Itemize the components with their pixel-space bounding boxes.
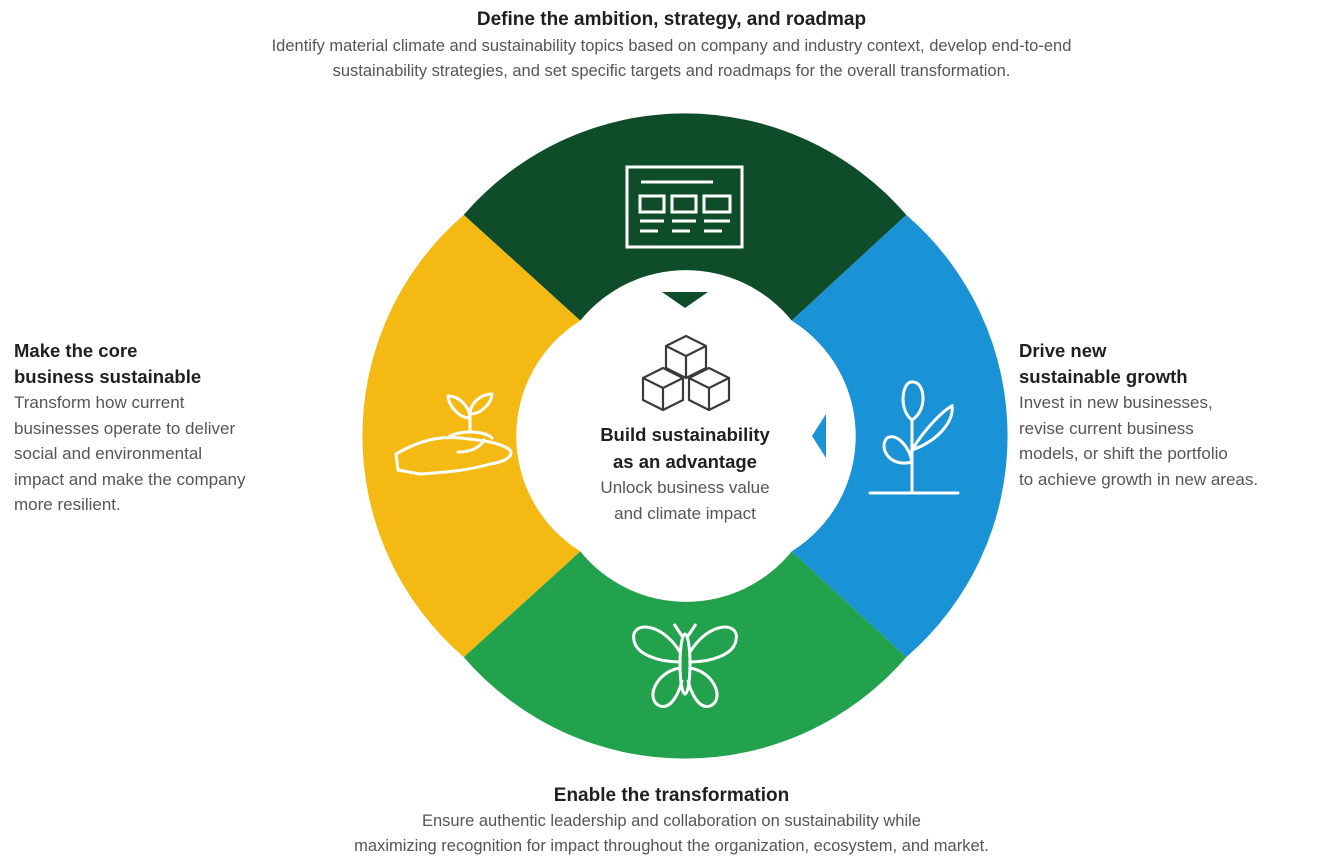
new-growth-desc-line4: to achieve growth in new areas. [1019,469,1259,489]
new-growth-desc-line1: Invest in new businesses, [1019,393,1213,412]
section-core-business: Make the core business sustainable Trans… [14,338,359,518]
new-growth-heading-line1: Drive new [1019,340,1107,361]
segment-bottom [463,551,907,759]
segment-left [362,214,581,658]
new-growth-desc-line2: revise current business [1019,418,1194,438]
arrow-notch-right [812,414,826,458]
section-center: Build sustainability as an advantage Unl… [547,421,823,527]
core-business-desc-line1: Transform how current [14,393,185,412]
center-heading-line2: as an advantage [613,451,757,472]
arrow-notch-bottom [664,562,706,581]
core-business-desc-line4: impact and make the company [14,469,246,489]
butterfly-icon [632,623,738,708]
segment-right [791,214,1008,658]
segment-top [463,113,907,321]
new-growth-heading-line2: sustainable growth [1019,366,1188,387]
enable-transformation-desc-line2: maximizing recognition for impact throug… [354,837,989,855]
section-define-ambition: Define the ambition, strategy, and roadm… [0,6,1343,84]
define-ambition-desc-line1: Identify material climate and sustainabi… [271,37,1072,55]
enable-transformation-desc-line1: Ensure authentic leadership and collabor… [422,812,921,830]
arrow-notch-left [540,414,556,458]
core-business-desc-line5: more resilient. [14,495,121,514]
section-new-growth: Drive new sustainable growth Invest in n… [1019,338,1343,492]
core-business-desc-line2: businesses operate to deliver [14,418,236,438]
define-ambition-desc-line2: sustainability strategies, and set speci… [332,62,1011,80]
enable-transformation-heading: Enable the transformation [553,785,790,806]
center-heading-line1: Build sustainability [600,424,770,445]
center-circle [545,296,825,576]
section-enable-transformation: Enable the transformation Ensure authent… [0,782,1343,859]
center-desc-line1: Unlock business value [600,478,770,497]
sprout-plant-icon [868,380,960,495]
core-business-desc-line3: social and environmental [14,444,203,463]
core-business-heading-line2: business sustainable [14,366,202,387]
roadmap-document-icon [625,165,744,249]
core-business-heading-line1: Make the core [14,340,138,361]
arrow-notch-top-dark [662,292,708,308]
hand-seedling-icon [394,392,513,476]
cubes-icon [641,334,731,412]
define-ambition-heading: Define the ambition, strategy, and roadm… [476,9,867,30]
center-desc-line2: and climate impact [614,504,756,523]
new-growth-desc-line3: models, or shift the portfolio [1019,444,1228,463]
